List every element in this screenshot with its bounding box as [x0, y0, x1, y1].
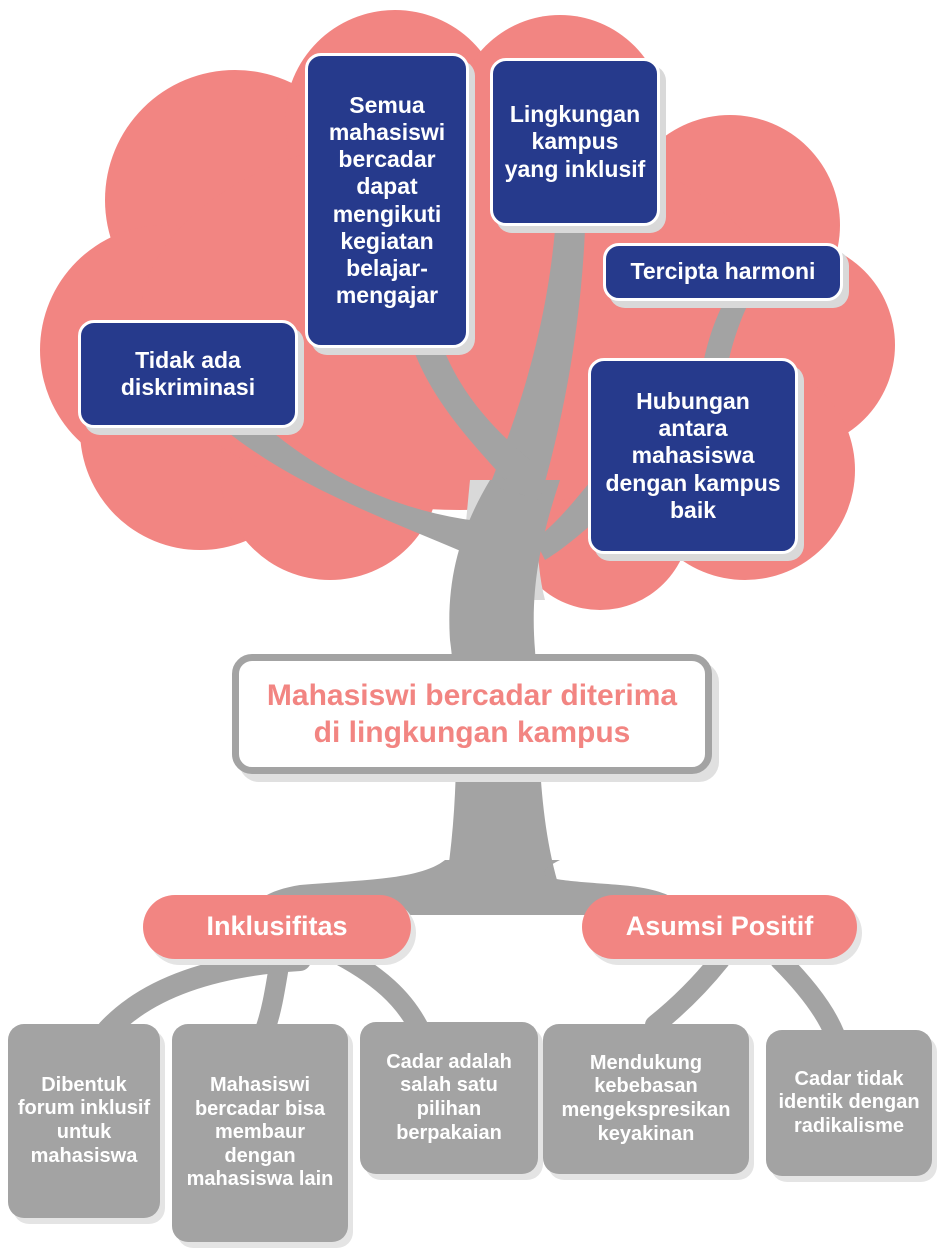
root-label-text: Inklusifitas — [206, 911, 348, 942]
root-item-text: Cadar adalah salah satu pilihan berpakai… — [386, 1050, 512, 1144]
root-item-forum-inklusif: Dibentuk forum inklusif untuk mahasiswa — [8, 1024, 160, 1218]
root-label-text: Asumsi Positif — [625, 911, 814, 942]
root-item-text: Dibentuk forum inklusif untuk mahasiswa — [17, 1073, 151, 1167]
root-item-text: Mendukung kebebasan mengekspresikan keya… — [561, 1051, 731, 1145]
branch-text: Semua mahasiswi bercadar dapat mengikuti… — [328, 92, 446, 308]
root-item-text: Mahasiswi bercadar bisa membaur dengan m… — [186, 1074, 334, 1191]
branch-box-hubungan-mahasiswa-kampus: Hubungan antara mahasiswa dengan kampus … — [588, 358, 798, 554]
central-statement: Mahasiswi bercadar diterima di lingkunga… — [232, 654, 712, 774]
branch-box-lingkungan-kampus: Lingkungan kampus yang inklusif — [490, 58, 660, 226]
branch-box-semua-mahasiswi: Semua mahasiswi bercadar dapat mengikuti… — [305, 53, 469, 348]
root-item-tidak-identik-radikalisme: Cadar tidak identik dengan radikalisme — [766, 1030, 932, 1176]
branch-text: Tercipta harmoni — [630, 258, 816, 285]
root-item-text: Cadar tidak identik dengan radikalisme — [778, 1067, 920, 1137]
root-item-pilihan-berpakaian: Cadar adalah salah satu pilihan berpakai… — [360, 1022, 538, 1174]
root-item-kebebasan-keyakinan: Mendukung kebebasan mengekspresikan keya… — [543, 1024, 749, 1174]
central-statement-text: Mahasiswi bercadar diterima di lingkunga… — [266, 678, 678, 750]
root-label-asumsi-positif: Asumsi Positif — [582, 895, 857, 959]
branch-text: Lingkungan kampus yang inklusif — [504, 101, 646, 182]
root-item-membaur: Mahasiswi bercadar bisa membaur dengan m… — [172, 1024, 348, 1242]
branch-box-tercipta-harmoni: Tercipta harmoni — [603, 243, 843, 301]
branch-text: Hubungan antara mahasiswa dengan kampus … — [605, 388, 781, 523]
branch-box-tidak-ada-diskriminasi: Tidak ada diskriminasi — [78, 320, 298, 428]
root-label-inklusifitas: Inklusifitas — [143, 895, 411, 959]
branch-text: Tidak ada diskriminasi — [120, 346, 256, 400]
